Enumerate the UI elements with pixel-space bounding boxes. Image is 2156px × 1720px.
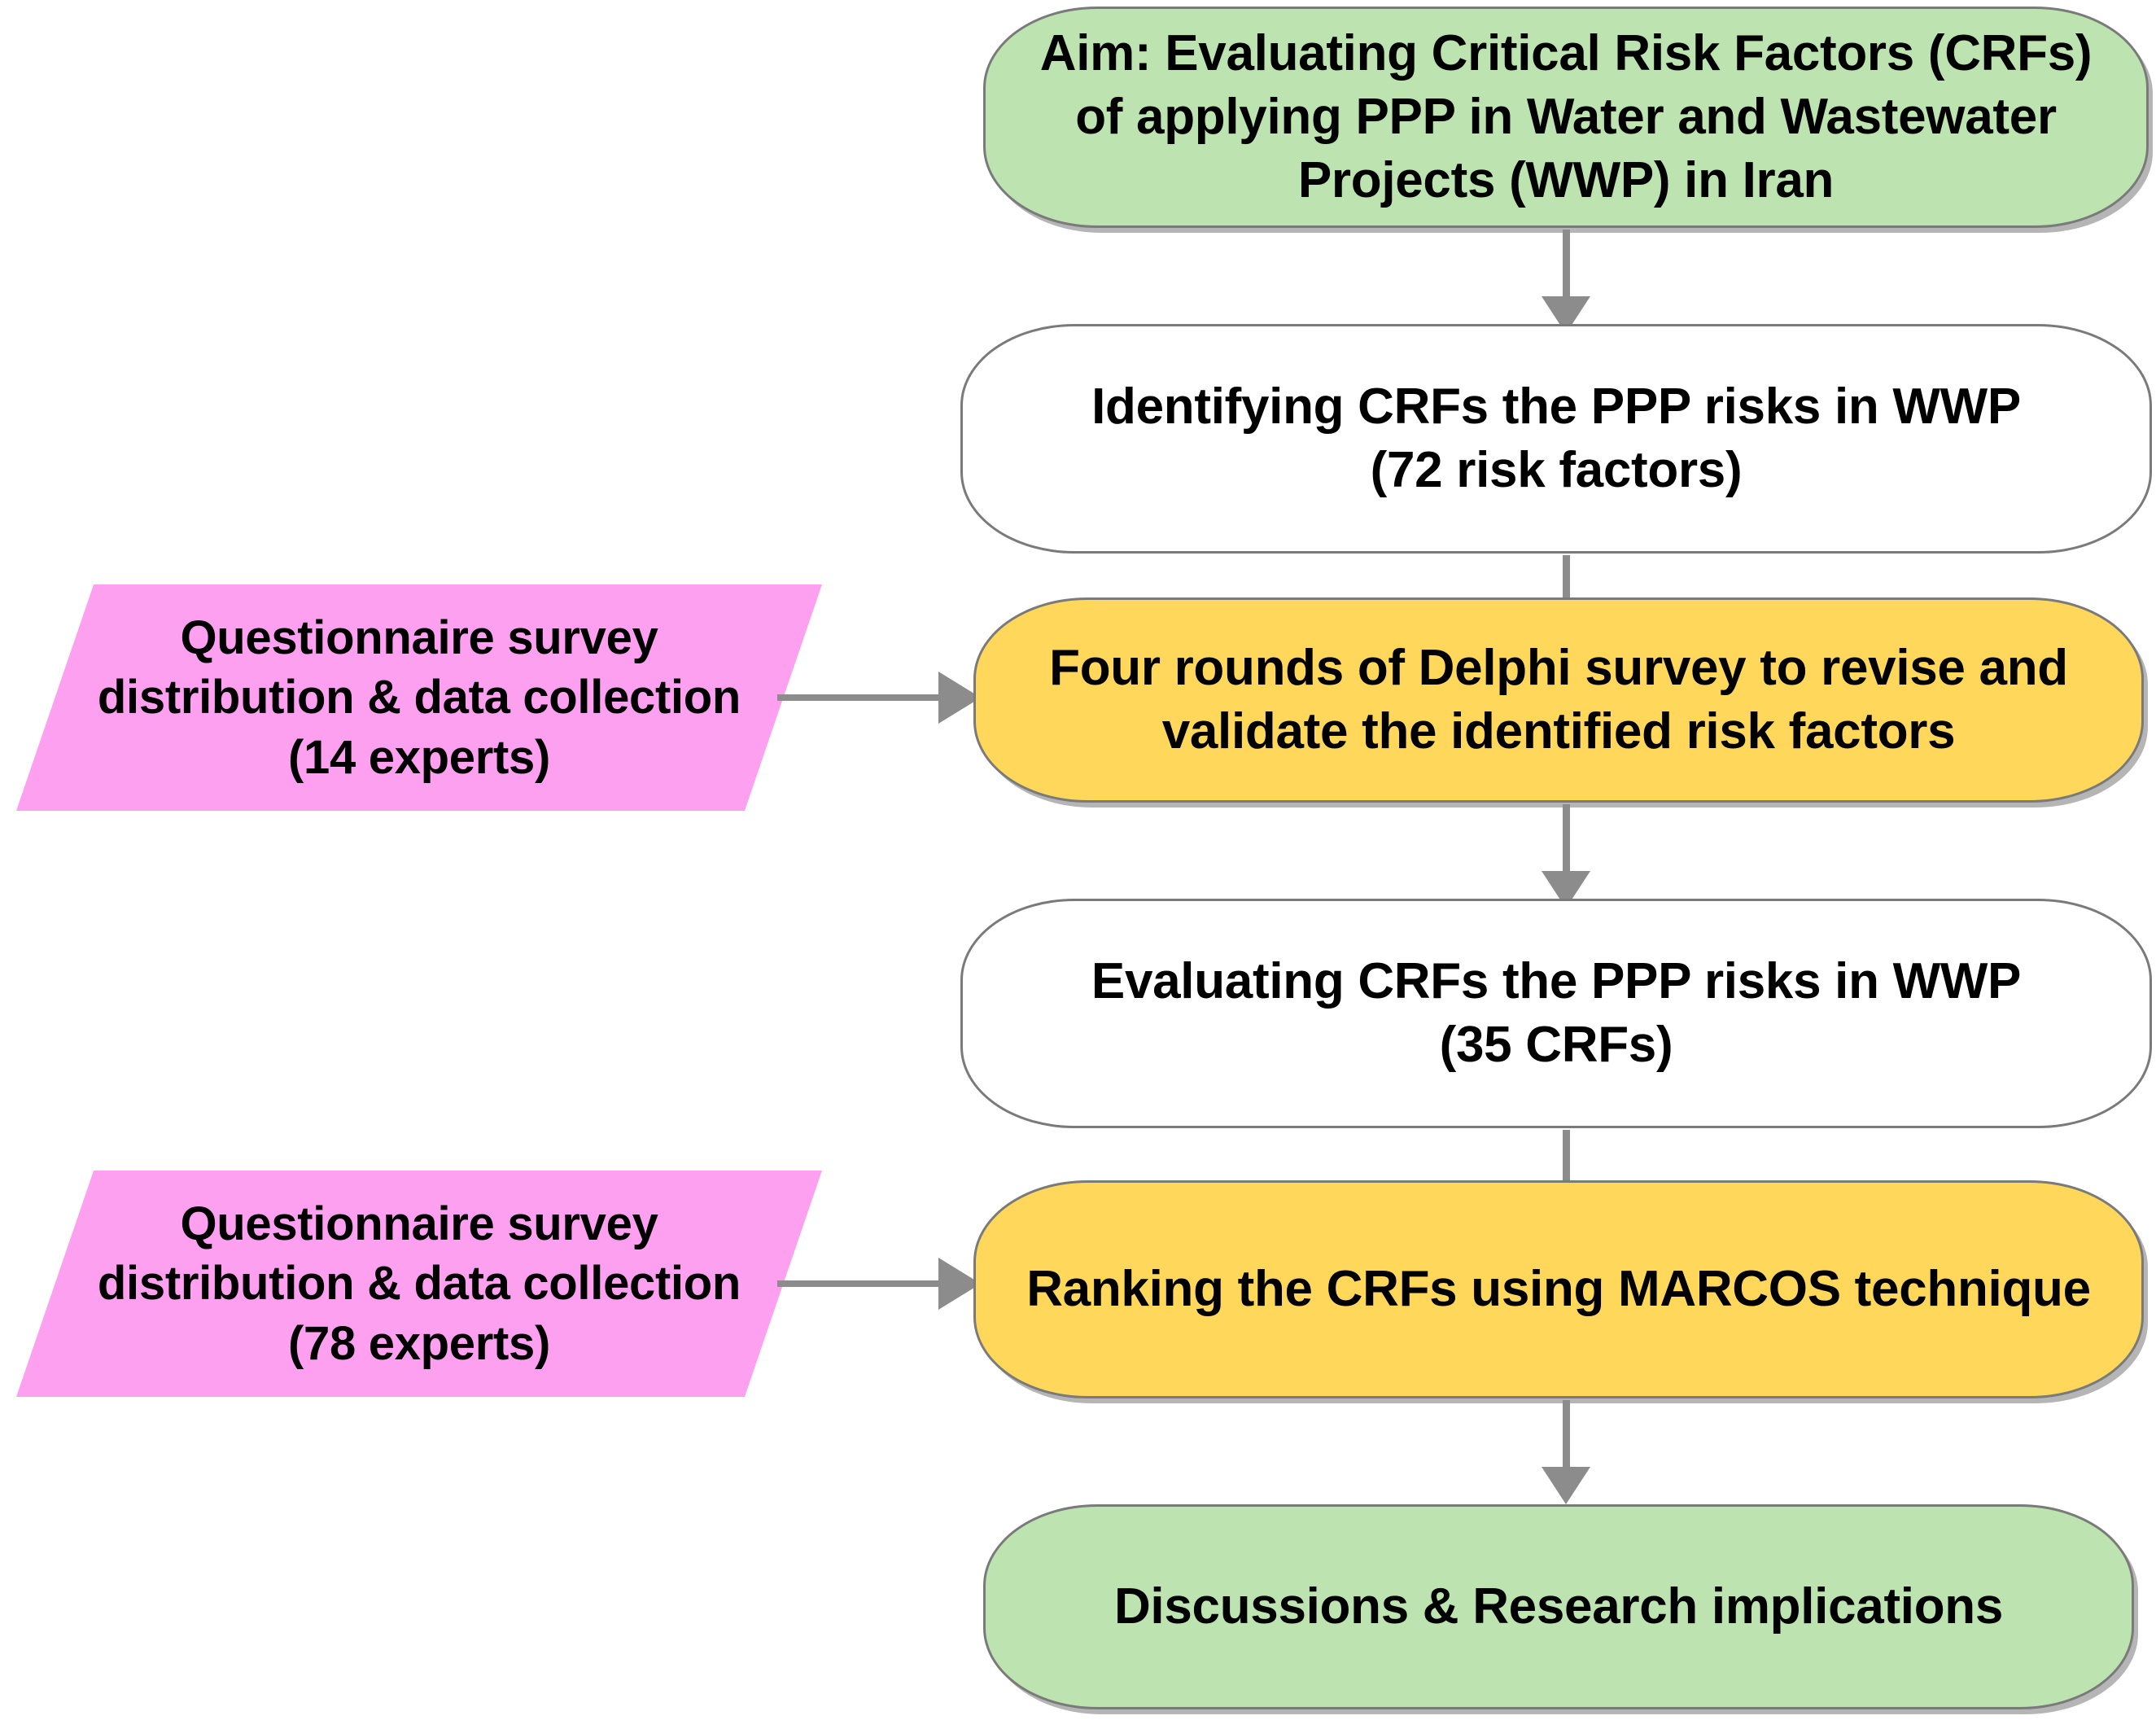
node-discussion-label: Discussions & Research implications — [1113, 1578, 2004, 1635]
node-discussion: Discussions & Research implications — [983, 1504, 2134, 1709]
connector-stem — [777, 694, 944, 701]
connector-stem — [777, 1280, 944, 1287]
node-ranking-label: Ranking the CRFs using MARCOS technique — [1026, 1260, 2091, 1317]
node-survey-14-experts-label: Questionnaire survey distribution & data… — [97, 611, 741, 784]
node-identify: Identifying CRFs the PPP risks in WWP (7… — [960, 324, 2152, 554]
node-survey-78-experts-label: Questionnaire survey distribution & data… — [97, 1197, 741, 1370]
connector-stem — [1562, 804, 1570, 873]
connector-stem — [1562, 1400, 1570, 1468]
node-ranking: Ranking the CRFs using MARCOS technique — [973, 1180, 2144, 1398]
node-aim: Aim: Evaluating Critical Risk Factors (C… — [983, 7, 2149, 228]
node-survey-14-experts: Questionnaire survey distribution & data… — [16, 584, 822, 811]
connector-stem — [1562, 230, 1570, 298]
node-evaluate: Evaluating CRFs the PPP risks in WWP (35… — [960, 899, 2152, 1128]
node-aim-label: Aim: Evaluating Critical Risk Factors (C… — [1039, 24, 2093, 209]
connector-stem — [1562, 1130, 1570, 1198]
node-survey-78-experts: Questionnaire survey distribution & data… — [16, 1171, 822, 1397]
node-delphi: Four rounds of Delphi survey to revise a… — [973, 597, 2144, 803]
node-evaluate-label: Evaluating CRFs the PPP risks in WWP (35… — [1091, 952, 2022, 1073]
arrowhead-down-icon — [1542, 1467, 1590, 1504]
node-delphi-label: Four rounds of Delphi survey to revise a… — [1049, 639, 2068, 759]
node-identify-label: Identifying CRFs the PPP risks in WWP (7… — [1091, 378, 2021, 498]
connector-stem — [1562, 555, 1570, 624]
